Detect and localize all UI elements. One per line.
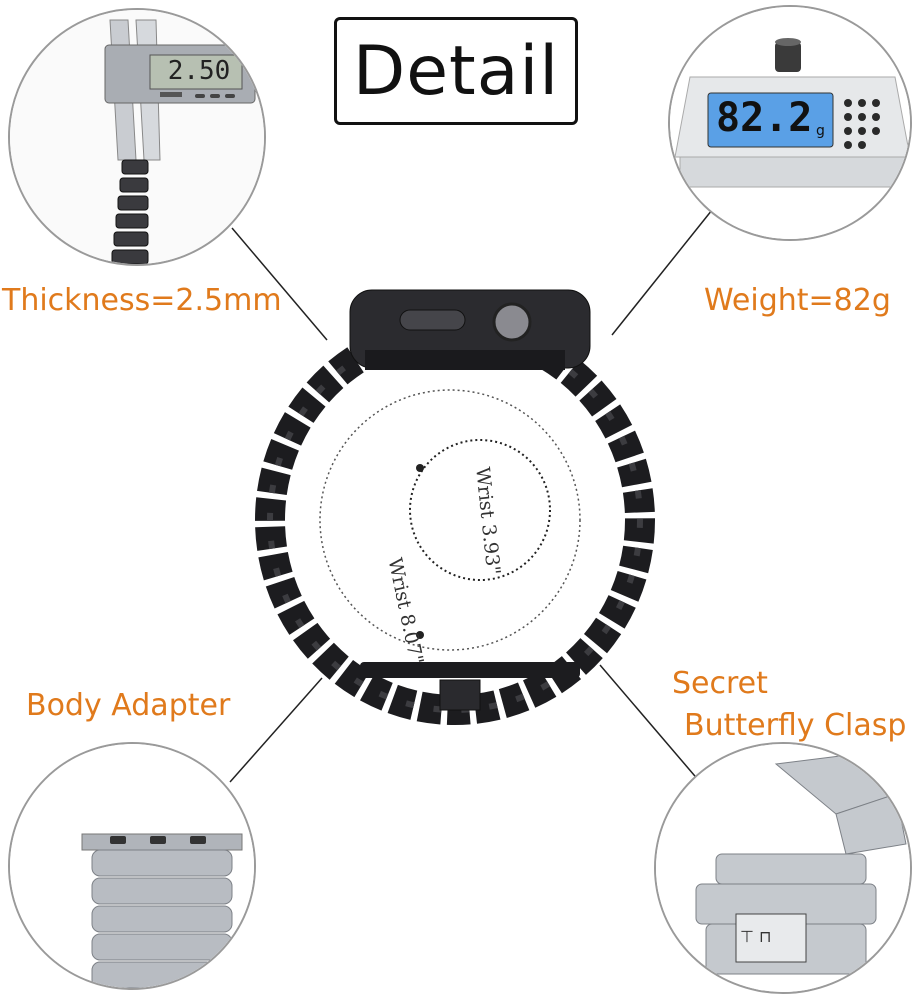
body-adapter-label: Body Adapter xyxy=(26,688,231,723)
page-title: Detail xyxy=(334,17,578,125)
adapter-photo xyxy=(8,742,256,990)
clasp-label-line1: Secret xyxy=(672,666,768,701)
caliper-photo: 2.50 xyxy=(8,8,266,266)
clasp-label-line2: Butterfly Clasp xyxy=(684,708,907,743)
thickness-label: Thickness=2.5mm xyxy=(2,283,282,318)
weight-label: Weight=82g xyxy=(704,283,891,318)
svg-text:⊤ ⊓: ⊤ ⊓ xyxy=(740,927,772,946)
scale-display-reading: 82.2 xyxy=(716,95,813,141)
caliper-display-reading: 2.50 xyxy=(167,56,231,86)
clasp-photo: ⊤ ⊓ xyxy=(654,742,912,994)
watch-band-illustration xyxy=(255,289,655,725)
scale-photo: 82.2 g xyxy=(668,5,912,241)
scale-unit: g xyxy=(816,123,825,139)
